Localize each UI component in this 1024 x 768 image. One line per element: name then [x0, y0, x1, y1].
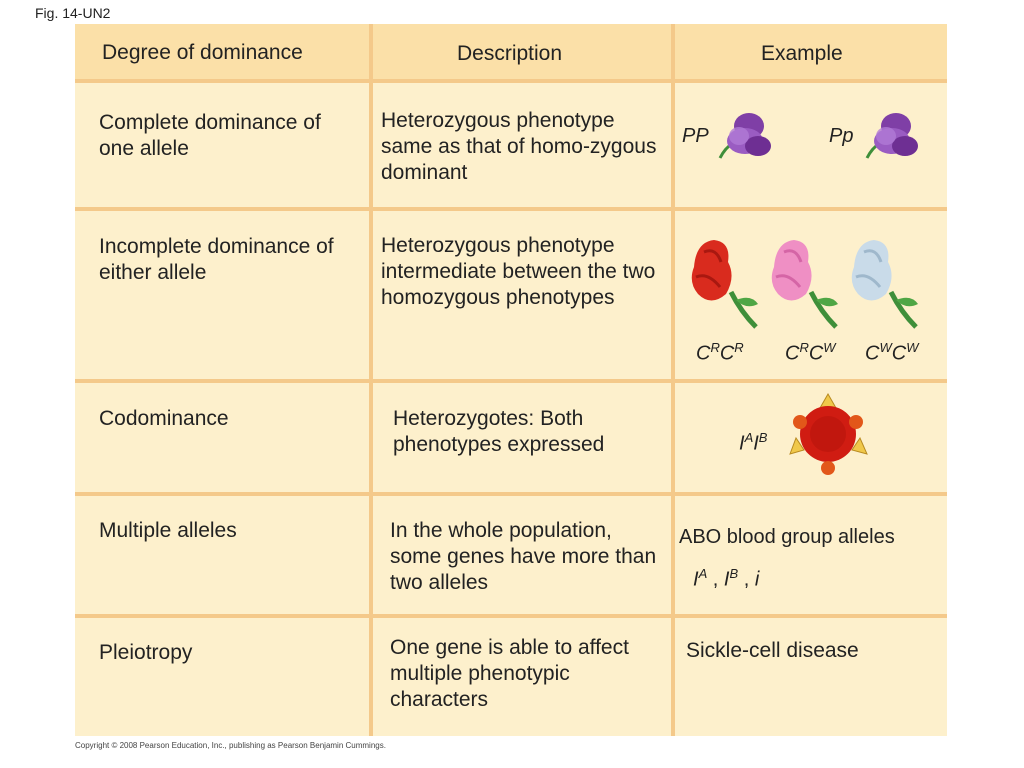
- row-divider: [75, 79, 947, 83]
- abo-alleles: IA , IB , i: [693, 566, 760, 591]
- figure-label: Fig. 14-UN2: [35, 5, 111, 21]
- row-divider: [75, 379, 947, 383]
- degree-codominance: Codominance: [99, 407, 229, 430]
- copyright-notice: Copyright © 2008 Pearson Education, Inc.…: [75, 741, 386, 750]
- degree-complete-dominance: Complete dominance of one allele: [99, 111, 321, 160]
- row-divider: [75, 492, 947, 496]
- abo-title: ABO blood group alleles: [679, 526, 895, 548]
- genotype-iaib: IAIB: [739, 430, 768, 455]
- genotype-cwcw: CWCW: [865, 340, 919, 365]
- white-flower-icon: [851, 240, 918, 329]
- purple-flower-icon: [718, 113, 771, 159]
- description-codominance: Heterozygotes: Both phenotypes expressed: [393, 407, 605, 456]
- genotype-crcw: CRCW: [785, 340, 836, 365]
- genotype-crcr: CRCR: [696, 340, 744, 365]
- purple-flower-icon: [865, 113, 918, 159]
- table-header: [75, 24, 947, 81]
- description-incomplete-dominance: Heterozygous phenotype intermediate betw…: [381, 234, 656, 309]
- sickle-cell-text: Sickle-cell disease: [686, 639, 859, 662]
- genotype-pp: PP: [682, 125, 709, 147]
- description-pleiotropy: One gene is able to affect multiple phen…: [390, 636, 629, 711]
- degree-pleiotropy: Pleiotropy: [99, 641, 193, 664]
- row-divider: [75, 207, 947, 211]
- degree-multiple-alleles: Multiple alleles: [99, 519, 237, 542]
- header-example: Example: [761, 42, 843, 65]
- header-degree: Degree of dominance: [102, 41, 303, 64]
- description-complete-dominance: Heterozygous phenotype same as that of h…: [381, 109, 657, 184]
- genotype-pp-heterozygous: Pp: [829, 125, 854, 147]
- row-divider: [75, 614, 947, 618]
- red-flower-icon: [691, 240, 758, 329]
- degree-incomplete-dominance: Incomplete dominance of either allele: [99, 235, 334, 284]
- dominance-table: Degree of dominance Description Example …: [75, 24, 947, 736]
- header-description: Description: [457, 42, 563, 65]
- pink-flower-icon: [771, 240, 838, 329]
- red-blood-cell-icon: [789, 392, 868, 475]
- description-multiple-alleles: In the whole population, some genes have…: [390, 519, 657, 594]
